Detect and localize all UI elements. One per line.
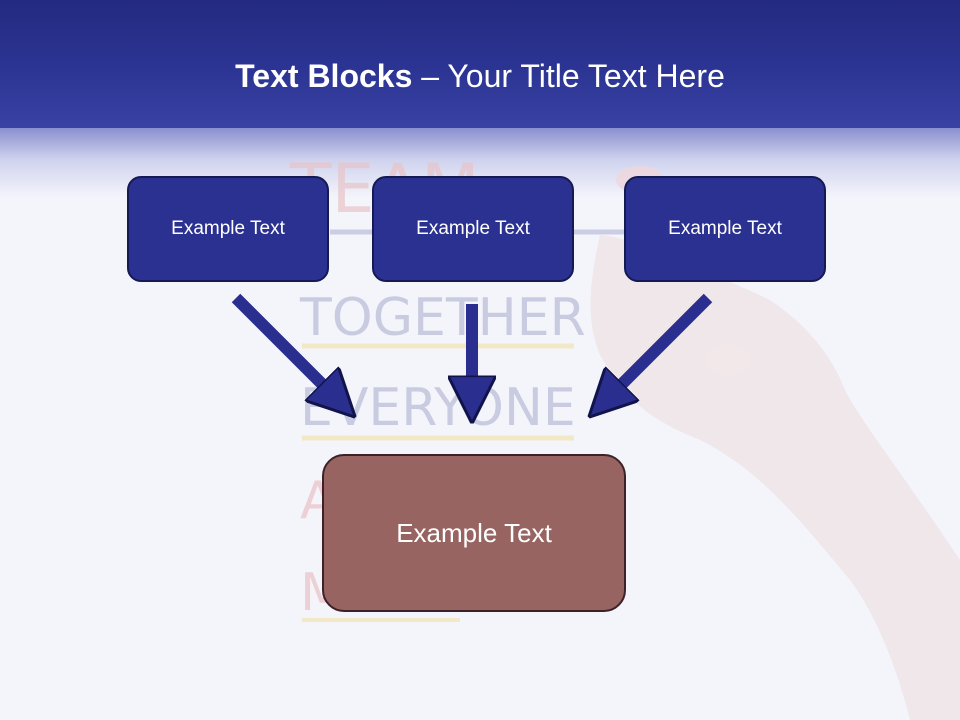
slide-title: Text Blocks – Your Title Text Here xyxy=(0,56,960,96)
bg-hand xyxy=(590,235,960,720)
bg-hand-knuckle xyxy=(706,344,750,376)
title-bar xyxy=(0,0,960,130)
arrow-right xyxy=(604,293,713,402)
arrow-left xyxy=(231,293,340,402)
text-block-3: Example Text xyxy=(624,176,826,282)
slide-title-rest: Your Title Text Here xyxy=(447,58,725,94)
slide-title-bold: Text Blocks xyxy=(235,58,413,94)
text-block-1: Example Text xyxy=(127,176,329,282)
text-block-result: Example Text xyxy=(322,454,626,612)
slide-title-dash: – xyxy=(412,58,448,94)
bg-word-together: TOGETHER xyxy=(299,288,586,348)
text-block-2: Example Text xyxy=(372,176,574,282)
